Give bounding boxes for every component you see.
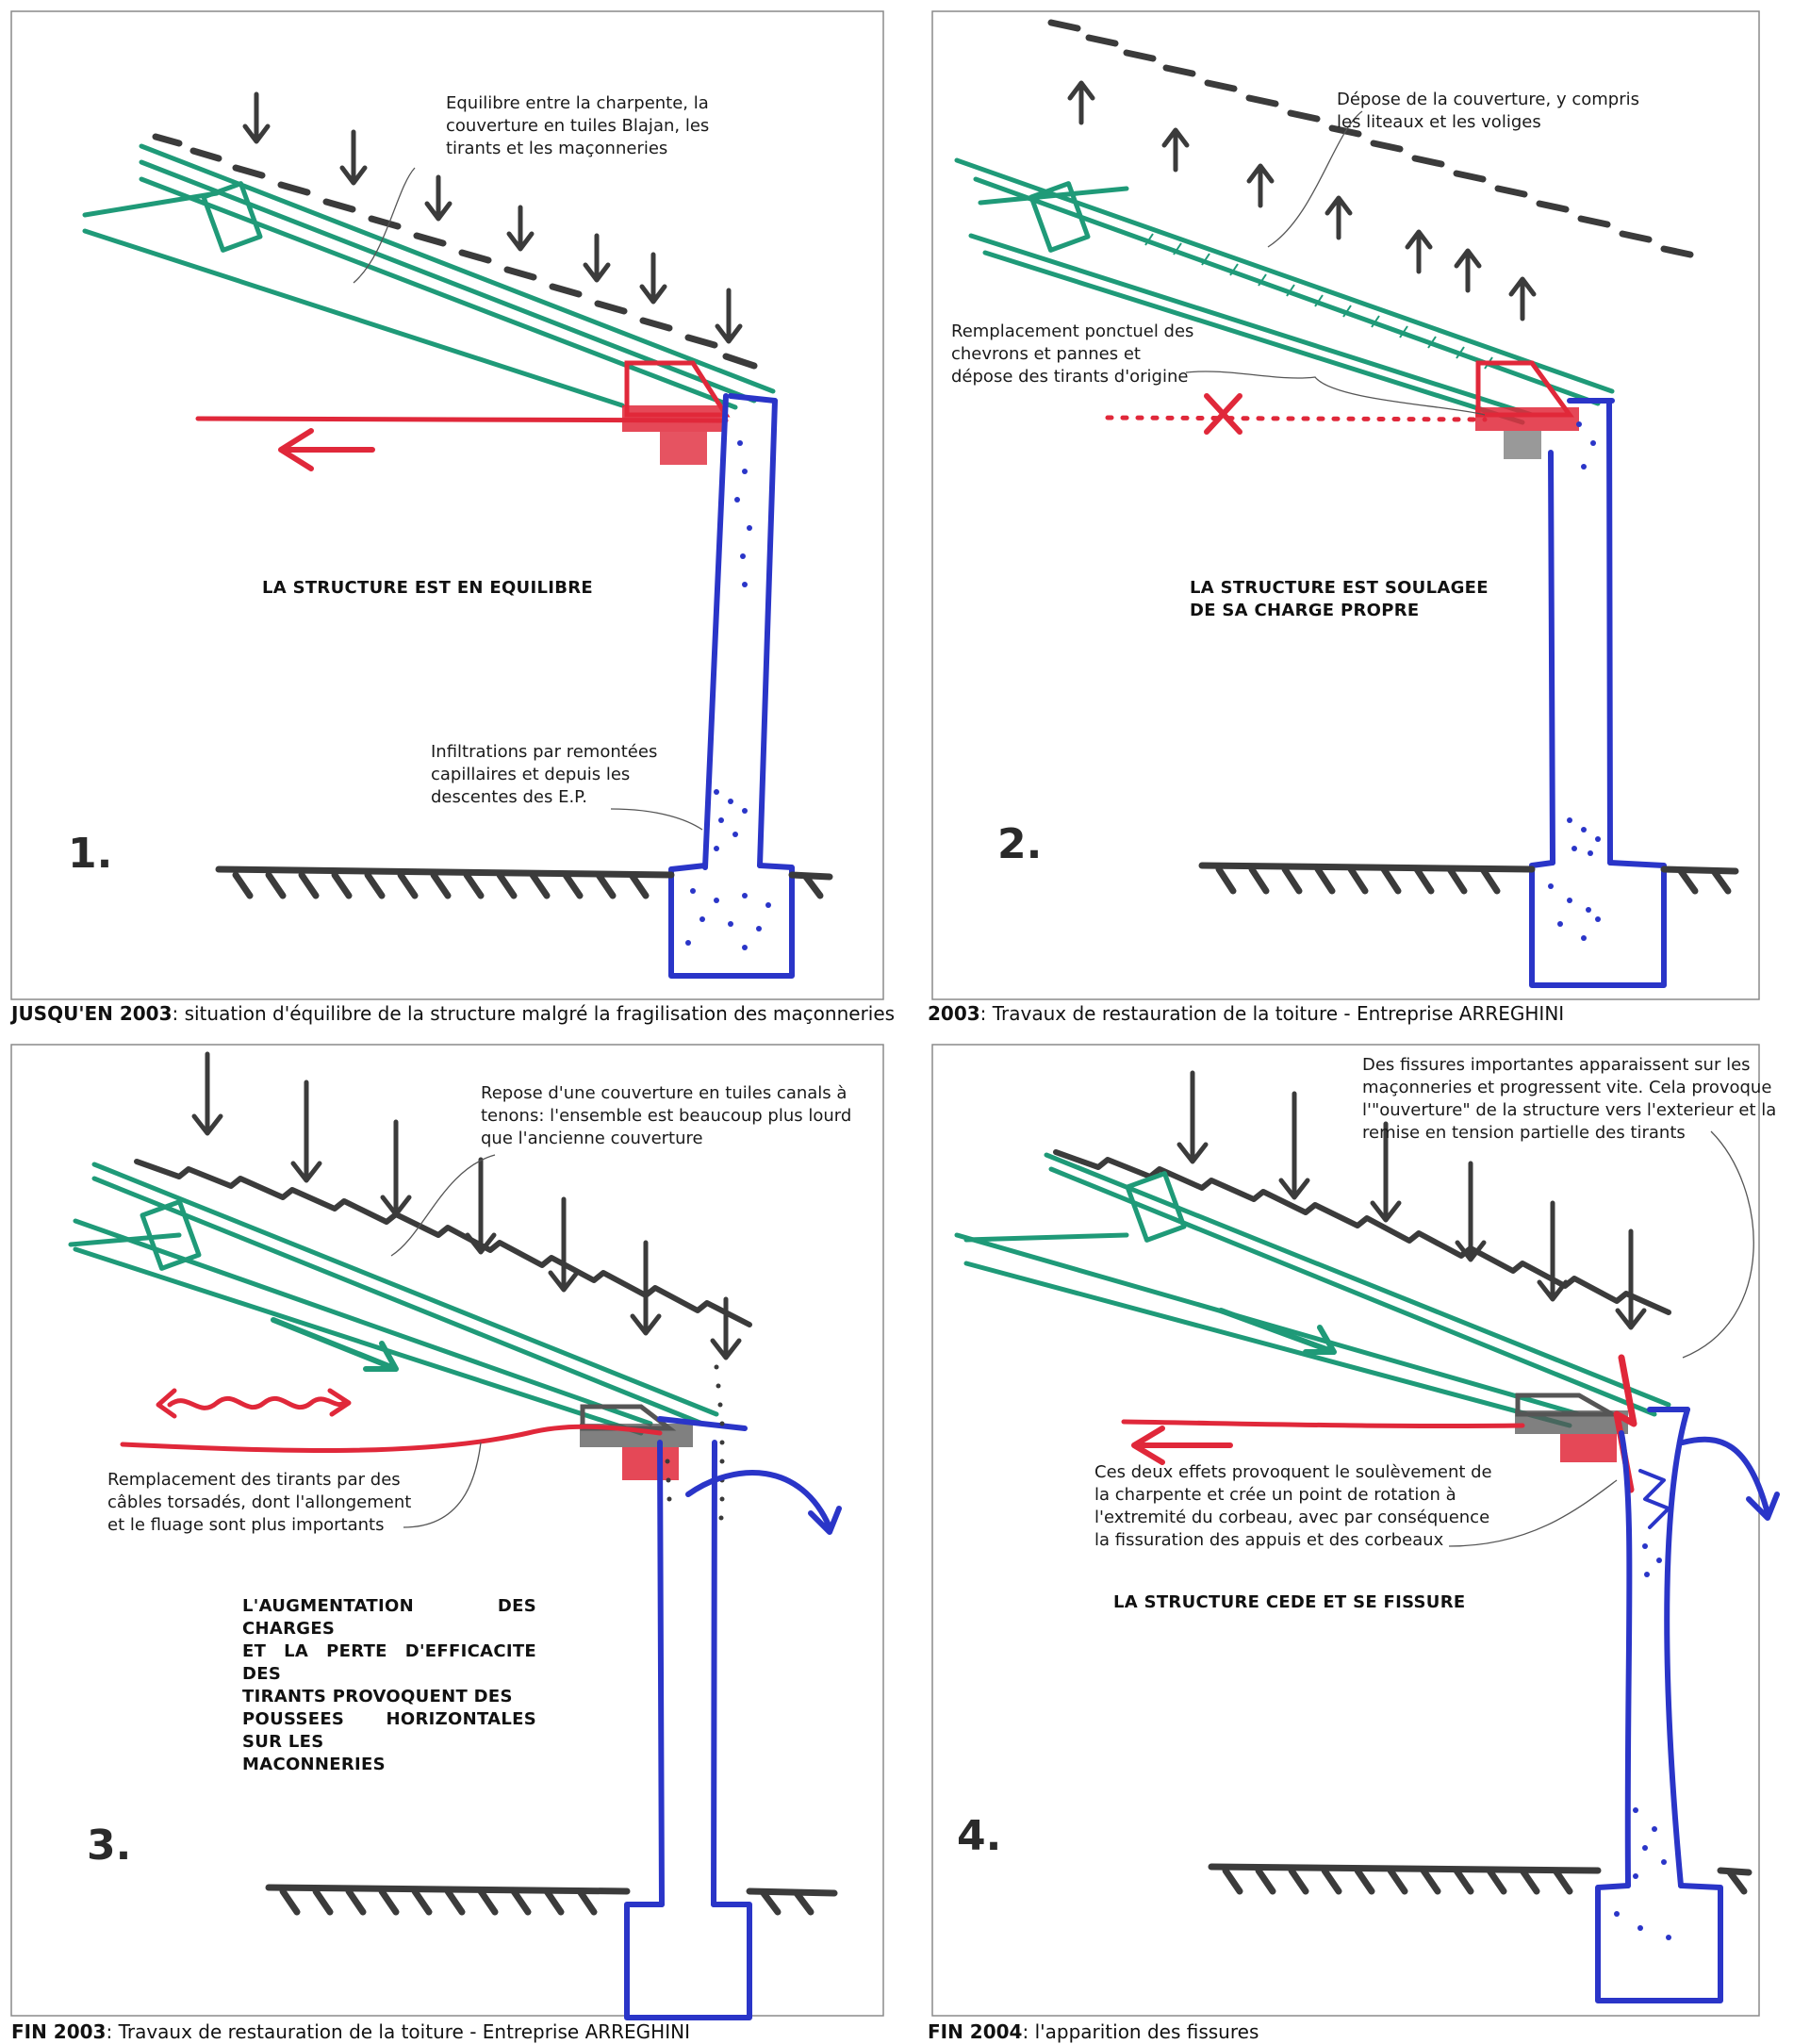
- caption-text: : Travaux de restauration de la toiture …: [979, 1002, 1565, 1025]
- hatching: [1144, 233, 1493, 370]
- corbel: [1475, 360, 1579, 459]
- panel-frame: [931, 1044, 1760, 2017]
- leader-line: [1185, 371, 1486, 416]
- leader-line: [1267, 110, 1363, 248]
- panel-number: 1.: [68, 830, 113, 878]
- panel-4: Des fissures importantes apparaissent su…: [919, 1037, 1810, 2043]
- outward-rotation-arrow: [1680, 1436, 1780, 1521]
- caption-date: 2003: [928, 1002, 980, 1025]
- statement: LA STRUCTURE EST SOULAGEE DE SA CHARGE P…: [1190, 578, 1489, 620]
- removed-mark: [1204, 393, 1242, 435]
- ground-line: [1208, 1863, 1752, 1895]
- panel-frame: [931, 10, 1760, 1000]
- annotation-replacement: Remplacement ponctuel des chevrons et pa…: [951, 321, 1194, 387]
- load-arrows: [191, 1051, 742, 1360]
- annotation-infiltration: Infiltrations par remontées capillaires …: [431, 742, 658, 807]
- caption-date: FIN 2004: [928, 2020, 1023, 2043]
- masonry-wall: [624, 1416, 752, 2020]
- lift-arrows: [1067, 80, 1537, 321]
- annotation-removal: Dépose de la couverture, y compris les l…: [1337, 90, 1639, 132]
- caption-text: : situation d'équilibre de la structure …: [172, 1002, 896, 1025]
- moisture-dots: [685, 440, 771, 950]
- crack-line: [1638, 1469, 1670, 1529]
- caption-date: FIN 2003: [11, 2020, 107, 2043]
- load-arrows: [1176, 1070, 1647, 1330]
- thrust-arrow: [278, 428, 375, 471]
- statement: LA STRUCTURE EST EN EQUILIBRE: [262, 578, 593, 598]
- caption: 2003: Travaux de restauration de la toit…: [928, 1001, 1564, 1026]
- masonry-wall: [1595, 1407, 1723, 2003]
- rafters: [82, 143, 776, 410]
- leader-line: [353, 167, 416, 284]
- panel-2: Dépose de la couverture, y compris les l…: [919, 0, 1810, 1026]
- annotation-rotation: Ces deux effets provoquent le soulèvemen…: [1094, 1462, 1492, 1550]
- panel-frame: [10, 10, 884, 1000]
- panel-1: Equilibre entre la charpente, la couvert…: [0, 0, 905, 1026]
- leader-line: [1448, 1479, 1618, 1547]
- annotation-new-roof: Repose d'une couverture en tuiles canals…: [481, 1083, 852, 1148]
- panel-4-drawing: [931, 1044, 1780, 2017]
- panel-3: Repose d'une couverture en tuiles canals…: [0, 1037, 905, 2043]
- corbel: [580, 1404, 693, 1480]
- leader-line: [610, 808, 703, 831]
- panel-frame: [10, 1044, 884, 2017]
- tension-tie-rod: [1121, 1419, 1525, 1429]
- cable-tie-rod: [120, 1424, 663, 1454]
- sag-arrow: [271, 1317, 399, 1372]
- removed-tiles: [1047, 19, 1694, 258]
- caption-text: : l'apparition des fissures: [1022, 2020, 1259, 2043]
- oscillation-arrow: [156, 1388, 352, 1419]
- rafters: [954, 1152, 1671, 1428]
- rafters: [68, 1162, 719, 1436]
- masonry-wall: [1529, 398, 1667, 988]
- load-arrows: [242, 91, 743, 344]
- panel-3-drawing: [10, 1044, 884, 2020]
- caption: FIN 2003: Travaux de restauration de la …: [11, 2019, 690, 2044]
- ground-line: [265, 1884, 838, 1916]
- moisture-dots: [1548, 421, 1601, 941]
- sag-arrow: [1218, 1308, 1337, 1355]
- annotation-equilibrium: Equilibre entre la charpente, la couvert…: [446, 93, 710, 158]
- caption: JUSQU'EN 2003: situation d'équilibre de …: [11, 1001, 895, 1026]
- panel-2-drawing: [931, 10, 1760, 1000]
- statement: L'AUGMENTATION DES CHARGES ET LA PERTE D…: [242, 1596, 536, 1774]
- ground-line: [215, 865, 833, 899]
- annotation-cracks: Des fissures importantes apparaissent su…: [1362, 1055, 1777, 1143]
- removed-tie-rod: [1105, 415, 1488, 422]
- roof-tiles: [134, 1159, 752, 1327]
- panel-number: 2.: [997, 820, 1043, 868]
- corbel: [622, 360, 731, 465]
- moisture-dots: [1614, 1543, 1671, 1940]
- leader-line: [1682, 1130, 1754, 1359]
- panel-1-drawing: [10, 10, 884, 1000]
- caption-text: : Travaux de restauration de la toiture …: [106, 2020, 690, 2043]
- thrust-arrow: [1131, 1426, 1233, 1465]
- roof-tiles: [152, 133, 758, 370]
- roof-tiles: [1053, 1149, 1671, 1315]
- caption-date: JUSQU'EN 2003: [11, 1002, 173, 1025]
- rafters: [954, 157, 1615, 425]
- masonry-wall: [668, 393, 795, 979]
- corbel: [1515, 1393, 1628, 1462]
- leader-line: [390, 1154, 496, 1257]
- outward-rotation-arrow: [685, 1470, 842, 1535]
- caption: FIN 2004: l'apparition des fissures: [928, 2019, 1259, 2044]
- ground-line: [1198, 862, 1739, 895]
- panel-number: 4.: [957, 1812, 1002, 1860]
- statement: LA STRUCTURE CEDE ET SE FISSURE: [1113, 1592, 1466, 1612]
- tie-rod: [195, 416, 729, 423]
- leader-line: [403, 1442, 482, 1528]
- annotation-cable: Remplacement des tirants par des câbles …: [107, 1470, 412, 1535]
- panel-number: 3.: [87, 1821, 132, 1870]
